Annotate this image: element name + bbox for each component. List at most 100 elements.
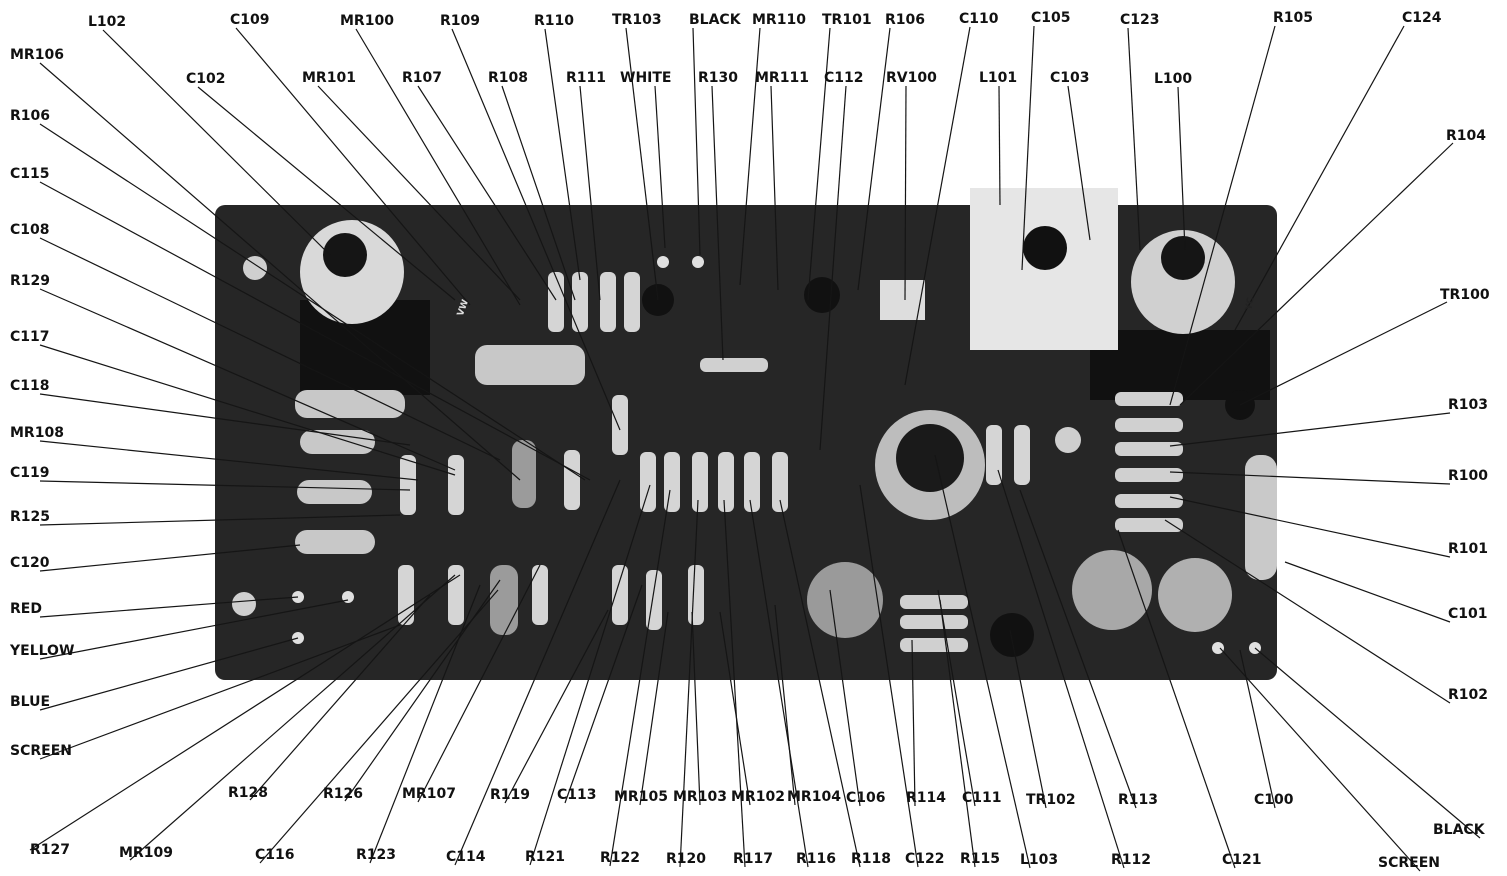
leader-line-72	[529, 484, 651, 866]
label-blue: BLUE	[10, 694, 51, 710]
leader-line-68	[129, 574, 456, 861]
resistor-v-3	[624, 272, 640, 332]
leader-line-60	[774, 604, 796, 806]
resistor-h-9	[900, 638, 968, 652]
leader-line-57	[639, 611, 669, 806]
leader-line-18	[501, 85, 576, 301]
leader-line-29	[39, 123, 586, 481]
leader-line-6	[692, 27, 701, 256]
terminal-6	[692, 256, 704, 268]
leader-lines	[29, 25, 1481, 872]
resistor-v-6	[564, 450, 580, 510]
leader-line-73	[609, 489, 671, 867]
shield-block-right	[1090, 330, 1270, 400]
leader-line-4	[544, 28, 581, 281]
label-r107: R107	[402, 70, 443, 86]
leader-line-33	[39, 344, 456, 476]
label-l102: L102	[88, 14, 127, 30]
resistor-v-0	[548, 272, 564, 332]
label-r128: R128	[228, 785, 269, 801]
pcb-shapes	[215, 188, 1277, 680]
leader-line-20	[654, 85, 666, 249]
label-yellow: YELLOW	[10, 643, 75, 659]
can-l100	[1131, 230, 1235, 334]
leader-line-71	[454, 479, 621, 866]
resistor-h-0	[1115, 392, 1183, 406]
label-r112: R112	[1111, 852, 1152, 868]
label-r130: R130	[698, 70, 739, 86]
leader-line-65	[1019, 489, 1137, 809]
leader-line-55	[504, 609, 609, 804]
resistor-h-6	[700, 358, 768, 372]
leader-line-49	[1164, 519, 1451, 704]
label-mr108: MR108	[10, 425, 64, 441]
mount-hole-3	[1055, 427, 1081, 453]
label-r102: R102	[1448, 687, 1489, 703]
label-white: WHITE	[620, 70, 672, 86]
leader-line-50	[1254, 647, 1481, 839]
label-c123: C123	[1120, 12, 1160, 28]
label-l100: L100	[1154, 71, 1193, 87]
leader-line-5	[625, 27, 659, 301]
label-r115: R115	[960, 851, 1001, 867]
leader-line-79	[939, 599, 976, 868]
leader-line-9	[857, 27, 891, 291]
label-mr106: MR106	[10, 47, 64, 63]
leader-line-36	[39, 480, 411, 491]
label-r108: R108	[488, 70, 529, 86]
leader-line-15	[197, 86, 456, 301]
leader-line-69	[259, 589, 499, 864]
label-r105: R105	[1273, 10, 1314, 26]
resistor-v-20	[1014, 425, 1030, 485]
tubular-cap-3	[295, 530, 375, 554]
resistor-v-10	[718, 452, 734, 512]
resistor-v-17	[646, 570, 662, 630]
can-l100-core	[1161, 236, 1205, 280]
label-c115: C115	[10, 166, 50, 182]
leader-line-61	[829, 589, 861, 807]
label-r106-top: R106	[885, 12, 926, 28]
leader-line-59	[719, 611, 751, 806]
leader-line-52	[249, 594, 431, 801]
resistor-h-7	[900, 595, 968, 609]
label-r126: R126	[323, 786, 364, 802]
label-screen-left: SCREEN	[10, 743, 72, 759]
label-r121: R121	[525, 849, 566, 865]
label-c112: C112	[824, 70, 864, 86]
label-r110: R110	[534, 13, 575, 29]
label-c101: C101	[1448, 606, 1488, 622]
label-r118: R118	[851, 851, 892, 867]
label-r100: R100	[1448, 468, 1489, 484]
terminal-5	[657, 256, 669, 268]
resistor-v-5	[448, 455, 464, 515]
label-r129: R129	[10, 273, 51, 289]
label-screen-right: SCREEN	[1378, 855, 1440, 871]
leader-line-32	[39, 288, 456, 471]
label-mr101: MR101	[302, 70, 356, 86]
leader-line-8	[807, 27, 831, 301]
label-c119: C119	[10, 465, 50, 481]
can-l103-core	[896, 424, 964, 492]
leader-line-31	[39, 237, 501, 461]
label-tr103: TR103	[612, 12, 662, 28]
resistor-v-13	[398, 565, 414, 625]
label-c108: C108	[10, 222, 50, 238]
leader-line-63	[937, 589, 976, 807]
label-c106: C106	[846, 790, 886, 806]
transistor-tr102	[990, 613, 1034, 657]
leader-line-78	[859, 484, 919, 868]
label-r114: R114	[906, 790, 947, 806]
leader-line-37	[39, 514, 401, 526]
resistor-v-1	[572, 272, 588, 332]
leader-line-41	[39, 637, 299, 711]
resistor-v-21	[612, 395, 628, 455]
label-c105: C105	[1031, 10, 1071, 26]
resistor-v-8	[664, 452, 680, 512]
leader-line-14	[1234, 25, 1405, 331]
label-tr100: TR100	[1440, 287, 1490, 303]
leader-line-46	[1169, 471, 1451, 485]
resistor-v-15	[532, 565, 548, 625]
leader-line-39	[39, 596, 299, 618]
